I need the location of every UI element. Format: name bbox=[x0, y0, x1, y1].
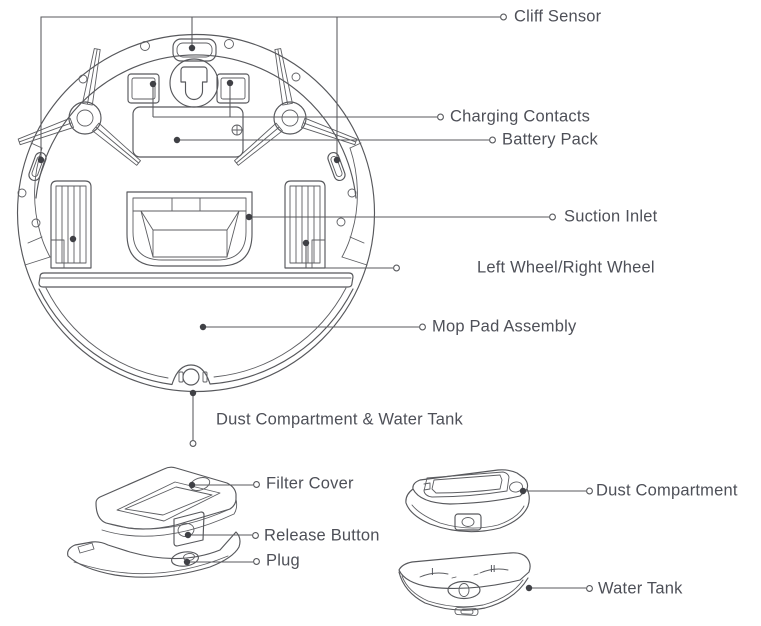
label-water-tank: Water Tank bbox=[598, 579, 683, 598]
compartment-knob bbox=[509, 481, 523, 493]
label-filter-cover: Filter Cover bbox=[266, 474, 354, 493]
left-edge-flap bbox=[24, 142, 51, 266]
right-side-brush bbox=[234, 48, 358, 166]
front-sensor-window bbox=[172, 38, 217, 62]
label-charging-contacts: Charging Contacts bbox=[450, 107, 591, 126]
dust-water-assembly-figure bbox=[67, 466, 260, 578]
screw-holes bbox=[17, 39, 357, 228]
screw-cross-icon bbox=[231, 124, 243, 136]
water-tank-figure: I II bbox=[398, 552, 593, 616]
compartment-release-button bbox=[454, 513, 482, 531]
left-side-brush bbox=[17, 48, 141, 166]
label-mop-pad-assembly: Mop Pad Assembly bbox=[432, 317, 577, 336]
charging-contact-left bbox=[127, 73, 160, 104]
dust-compartment-figure bbox=[405, 469, 593, 533]
label-wheels: Left Wheel/Right Wheel bbox=[477, 258, 655, 277]
tank-center-cap bbox=[447, 580, 481, 600]
label-dust-compartment-water-tank: Dust Compartment & Water Tank bbox=[216, 410, 463, 429]
right-edge-flap bbox=[341, 142, 368, 266]
bumper-inner-arc bbox=[35, 54, 357, 199]
right-cliff-sensor bbox=[327, 151, 346, 182]
caster-wheel bbox=[169, 58, 219, 108]
callout-lines bbox=[37, 13, 556, 447]
mop-pad-assembly bbox=[38, 272, 354, 386]
label-release-button: Release Button bbox=[264, 526, 380, 545]
label-cliff-sensor: Cliff Sensor bbox=[514, 7, 602, 26]
suction-inlet-assembly bbox=[126, 191, 253, 267]
left-wheel bbox=[50, 180, 92, 269]
release-button-3d bbox=[173, 511, 205, 547]
charging-contact-right bbox=[216, 73, 250, 104]
label-dust-compartment: Dust Compartment bbox=[596, 481, 738, 500]
battery-pack-panel bbox=[132, 106, 244, 158]
tank-release-latch bbox=[178, 368, 208, 386]
right-wheel bbox=[284, 180, 326, 269]
tank-bottom-plug bbox=[454, 607, 479, 616]
label-battery-pack: Battery Pack bbox=[502, 130, 598, 149]
label-suction-inlet: Suction Inlet bbox=[564, 207, 658, 226]
water-level-mark-2: II bbox=[490, 564, 496, 575]
robot-underside-figure bbox=[16, 33, 376, 393]
label-plug: Plug bbox=[266, 551, 300, 570]
water-level-mark-1: I bbox=[431, 567, 434, 578]
robot-body-outline bbox=[16, 33, 376, 393]
